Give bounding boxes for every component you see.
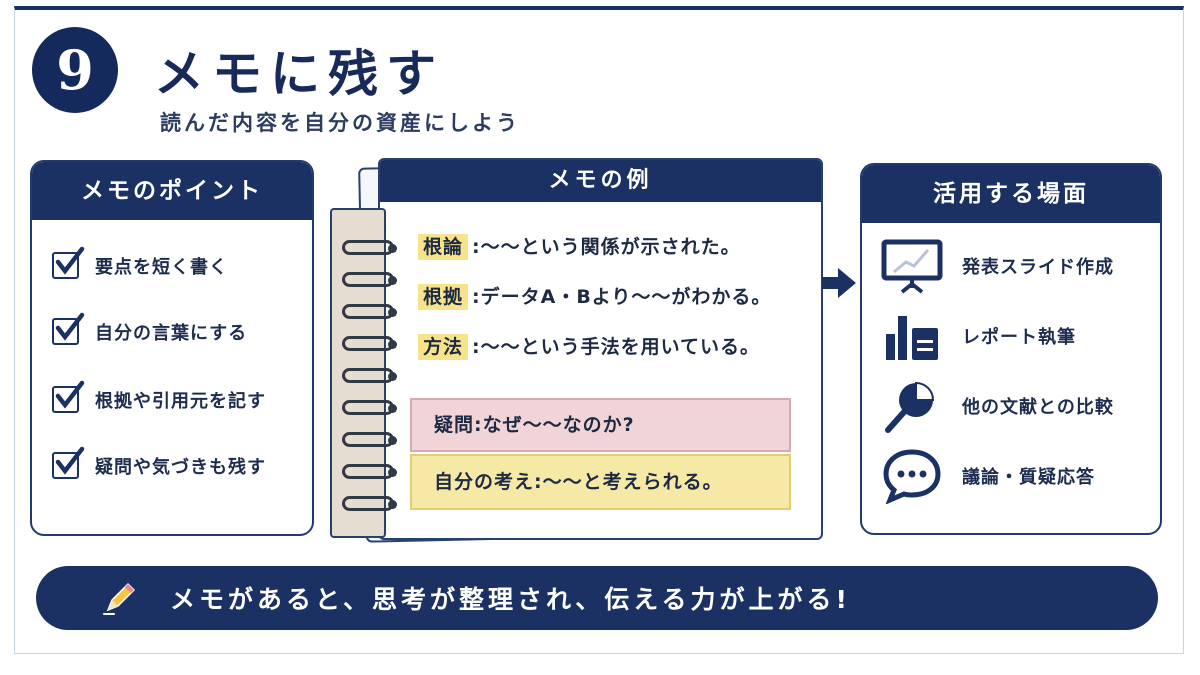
use-item: レポート執筆 xyxy=(880,308,1076,364)
arrow-right-icon xyxy=(822,268,856,298)
memo-tag: 根論 xyxy=(418,234,469,260)
thought-note: 自分の考え:〜〜と考えられる。 xyxy=(410,454,791,510)
checkbox-icon xyxy=(52,380,85,413)
use-scenes-title: 活用する場面 xyxy=(862,165,1160,223)
binder-ring-icon xyxy=(342,272,397,287)
point-item: 疑問や気づきも残す xyxy=(52,446,266,479)
point-item: 根拠や引用元を記す xyxy=(52,380,266,413)
presentation-screen-icon xyxy=(880,238,944,294)
use-item: 他の文献との比較 xyxy=(880,378,1114,434)
page-title: メモに残す xyxy=(154,45,444,103)
memo-text: :〜〜という関係が示された。 xyxy=(472,236,741,258)
memo-points-panel: メモのポイント xyxy=(30,160,314,536)
binder-ring-icon xyxy=(342,240,397,255)
use-label: 他の文献との比較 xyxy=(962,397,1114,418)
point-label: 疑問や気づきも残す xyxy=(95,456,266,478)
memo-line: 根拠:データA・Bより〜〜がわかる。 xyxy=(418,282,772,310)
question-note: 疑問:なぜ〜〜なのか? xyxy=(410,398,791,452)
memo-example-title: メモの例 xyxy=(380,160,821,202)
use-label: 発表スライド作成 xyxy=(962,257,1114,278)
point-label: 自分の言葉にする xyxy=(95,322,248,344)
binder-ring-icon xyxy=(342,368,397,383)
use-scenes-panel: 活用する場面 xyxy=(860,163,1162,535)
binder-ring-icon xyxy=(342,400,397,415)
use-item: 議論・質疑応答 xyxy=(880,448,1095,504)
point-item: 要点を短く書く xyxy=(52,246,228,279)
checkbox-icon xyxy=(52,446,85,479)
summary-text: メモがあると、思考が整理され、伝える力が上がる! xyxy=(170,585,851,614)
use-item: 発表スライド作成 xyxy=(880,238,1114,294)
checkbox-icon xyxy=(52,246,85,279)
memo-line: 方法:〜〜という手法を用いている。 xyxy=(418,332,761,360)
speech-bubble-icon xyxy=(880,448,944,504)
memo-text: :〜〜という手法を用いている。 xyxy=(472,336,761,358)
binder-ring-icon xyxy=(342,496,397,511)
use-label: レポート執筆 xyxy=(962,327,1076,348)
memo-text: :データA・Bより〜〜がわかる。 xyxy=(472,286,772,308)
point-label: 根拠や引用元を記す xyxy=(95,390,266,412)
section-number-badge: 9 xyxy=(32,27,118,113)
memo-line: 根論:〜〜という関係が示された。 xyxy=(418,232,741,260)
binder-ring-icon xyxy=(342,464,397,479)
summary-banner: メモがあると、思考が整理され、伝える力が上がる! xyxy=(36,566,1158,630)
point-item: 自分の言葉にする xyxy=(52,312,248,345)
pencil-icon xyxy=(103,582,136,615)
page-subtitle: 読んだ内容を自分の資産にしよう xyxy=(160,111,520,135)
checkbox-icon xyxy=(52,312,85,345)
memo-points-title: メモのポイント xyxy=(32,162,312,220)
notebook-spine xyxy=(330,208,386,538)
binder-ring-icon xyxy=(342,336,397,351)
memo-tag: 根拠 xyxy=(418,284,469,310)
point-label: 要点を短く書く xyxy=(95,256,228,278)
use-label: 議論・質疑応答 xyxy=(962,467,1095,488)
binder-ring-icon xyxy=(342,432,397,447)
memo-tag: 方法 xyxy=(418,334,469,360)
report-chart-icon xyxy=(880,308,944,364)
magnifier-pie-icon xyxy=(880,378,944,434)
binder-ring-icon xyxy=(342,304,397,319)
